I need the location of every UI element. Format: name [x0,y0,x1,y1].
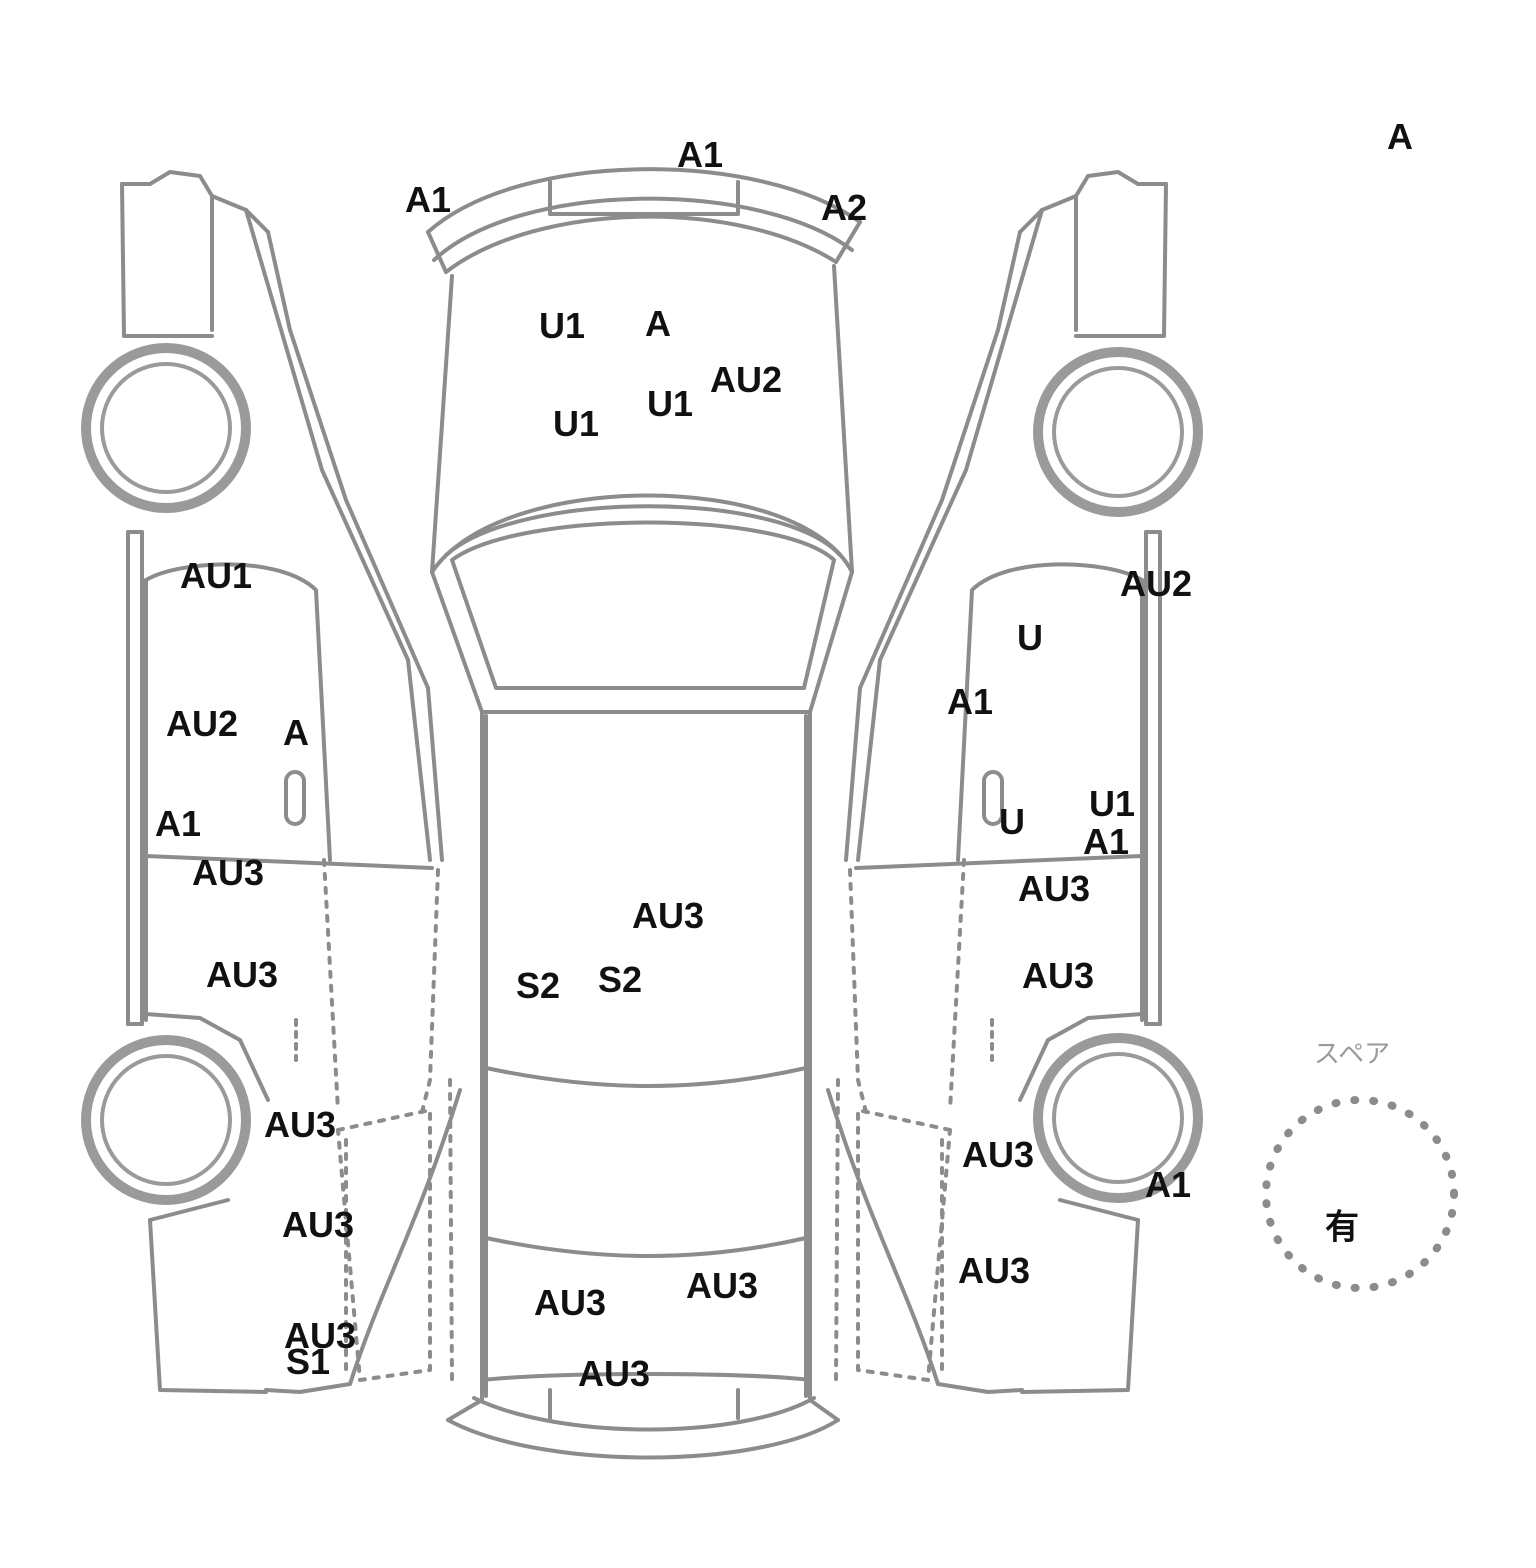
spare-tire-outline [1262,1096,1458,1292]
right-rear-wheel [1033,1033,1203,1203]
damage-mark: AU1 [179,555,253,596]
spare-value: 有 [1325,1207,1359,1248]
damage-mark: A1 [946,681,994,722]
damage-mark: S1 [285,1341,331,1382]
damage-mark: AU3 [1017,868,1091,909]
damage-mark: U1 [1088,783,1136,824]
damage-mark: AU2 [1119,563,1193,604]
cabin-outline [480,710,812,1402]
damage-mark: U1 [646,383,694,424]
right-front-wheel [1033,347,1203,517]
damage-mark: AU3 [283,1315,357,1356]
damage-mark: U1 [538,305,586,346]
damage-mark: U1 [552,403,600,444]
damage-mark: S2 [515,965,561,1006]
right-side-outline [826,170,1168,1394]
damage-mark: A1 [1082,821,1130,862]
damage-mark: U [999,801,1025,842]
damage-mark: A1 [676,134,724,175]
damage-mark: AU3 [1021,955,1095,996]
damage-mark: AU2 [709,359,783,400]
left-front-wheel [81,343,251,513]
left-side-outline [120,170,462,1394]
damage-mark: AU2 [165,703,239,744]
damage-mark: AU3 [263,1104,337,1145]
damage-mark: AU3 [533,1282,607,1323]
damage-mark: AU3 [281,1204,355,1245]
front-bumper-outline [426,167,862,274]
rear-bumper-outline [446,1372,840,1460]
windshield-outline [430,520,854,714]
damage-mark: AU3 [191,852,265,893]
damage-mark: AU3 [961,1134,1035,1175]
damage-mark: AU3 [685,1265,759,1306]
damage-mark: A [283,712,309,753]
hood-outline [430,264,854,574]
spare-caption: スペア [1313,1039,1391,1070]
damage-mark: AU3 [957,1250,1031,1291]
damage-mark: U [1017,617,1043,658]
damage-mark: AU3 [631,895,705,936]
damage-mark: A1 [154,803,202,844]
damage-mark: A [645,303,671,344]
left-rear-wheel [81,1035,251,1205]
damage-mark: S2 [597,959,643,1000]
damage-mark: A1 [1144,1164,1192,1205]
damage-mark: AU3 [205,954,279,995]
corner-grade-label: A [1387,116,1413,157]
damage-mark: A1 [404,179,452,220]
damage-mark: AU3 [577,1353,651,1394]
damage-mark: A2 [820,187,868,228]
